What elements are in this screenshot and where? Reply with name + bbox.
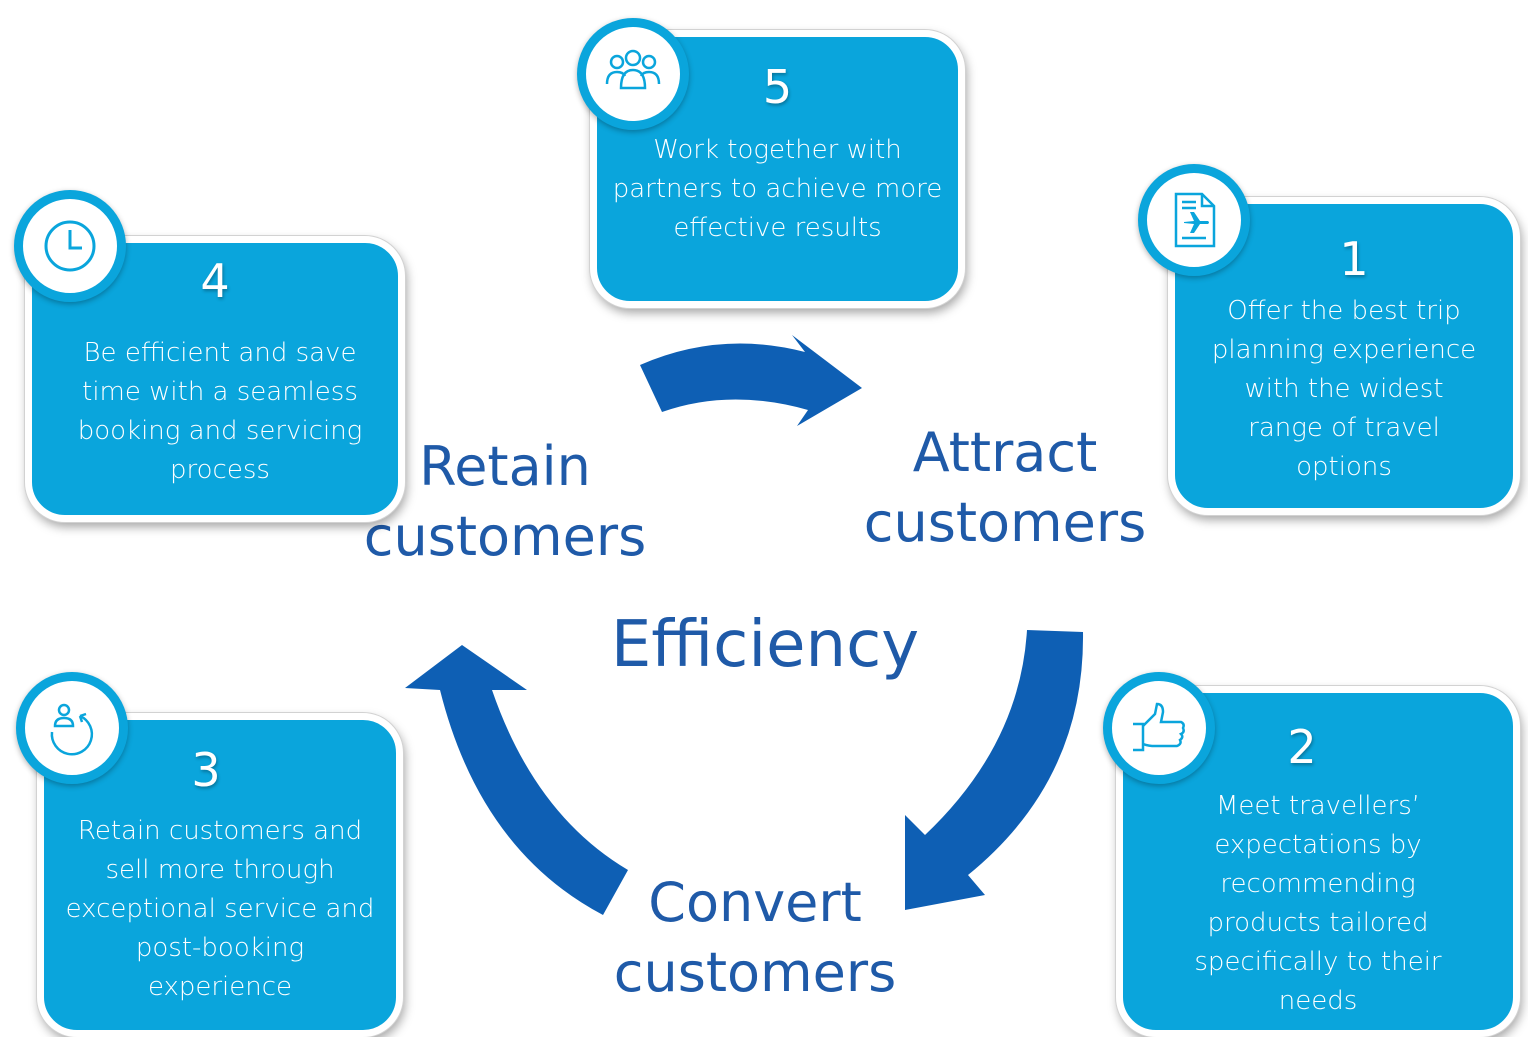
stage-convert-line2: customers (613, 941, 897, 1004)
card-1-text: Offer the best trip planning experience … (1211, 296, 1477, 482)
card-1-number: 1 (1339, 232, 1369, 286)
card-2-number: 2 (1287, 720, 1317, 774)
clock-icon (44, 220, 96, 272)
stage-attract-label: Attract customers (845, 418, 1165, 558)
team-icon (605, 49, 661, 90)
stage-convert-label: Convert customers (595, 868, 915, 1008)
card-5-text: Work together with partners to achieve m… (612, 135, 943, 243)
stage-convert-line1: Convert (648, 871, 862, 934)
stage-retain-label: Retain customers (345, 432, 665, 572)
center-label-efficiency: Efficiency (610, 608, 920, 682)
card-5-badge (577, 18, 689, 130)
arrow-attract-to-convert (905, 630, 1084, 910)
thumbs-up-icon (1133, 702, 1185, 752)
card-3-number: 3 (191, 743, 221, 797)
stage-retain-line2: customers (363, 505, 647, 568)
card-2-text: Meet travellers’ expectations by recomme… (1194, 791, 1442, 1016)
card-5: 5 Work together with partners to achieve… (590, 30, 965, 308)
card-4-number: 4 (200, 254, 230, 308)
card-3-text: Retain customers and sell more through e… (65, 816, 375, 1002)
flight-document-icon (1174, 192, 1216, 248)
card-3-badge (16, 672, 128, 784)
stage-attract-line2: customers (863, 491, 1147, 554)
user-refresh-icon (50, 703, 94, 756)
card-5-number: 5 (762, 60, 793, 114)
stage-retain-line1: Retain (419, 435, 591, 498)
card-1-badge (1138, 164, 1250, 276)
arrow-convert-to-retain (405, 645, 628, 915)
arrow-retain-to-attract (640, 335, 862, 426)
card-2-badge (1103, 672, 1215, 784)
card-4-text: Be efficient and save time with a seamle… (77, 338, 363, 485)
card-4-badge (14, 190, 126, 302)
card-4: 4 Be efficient and save time with a seam… (25, 236, 405, 522)
stage-attract-line1: Attract (912, 421, 1098, 484)
